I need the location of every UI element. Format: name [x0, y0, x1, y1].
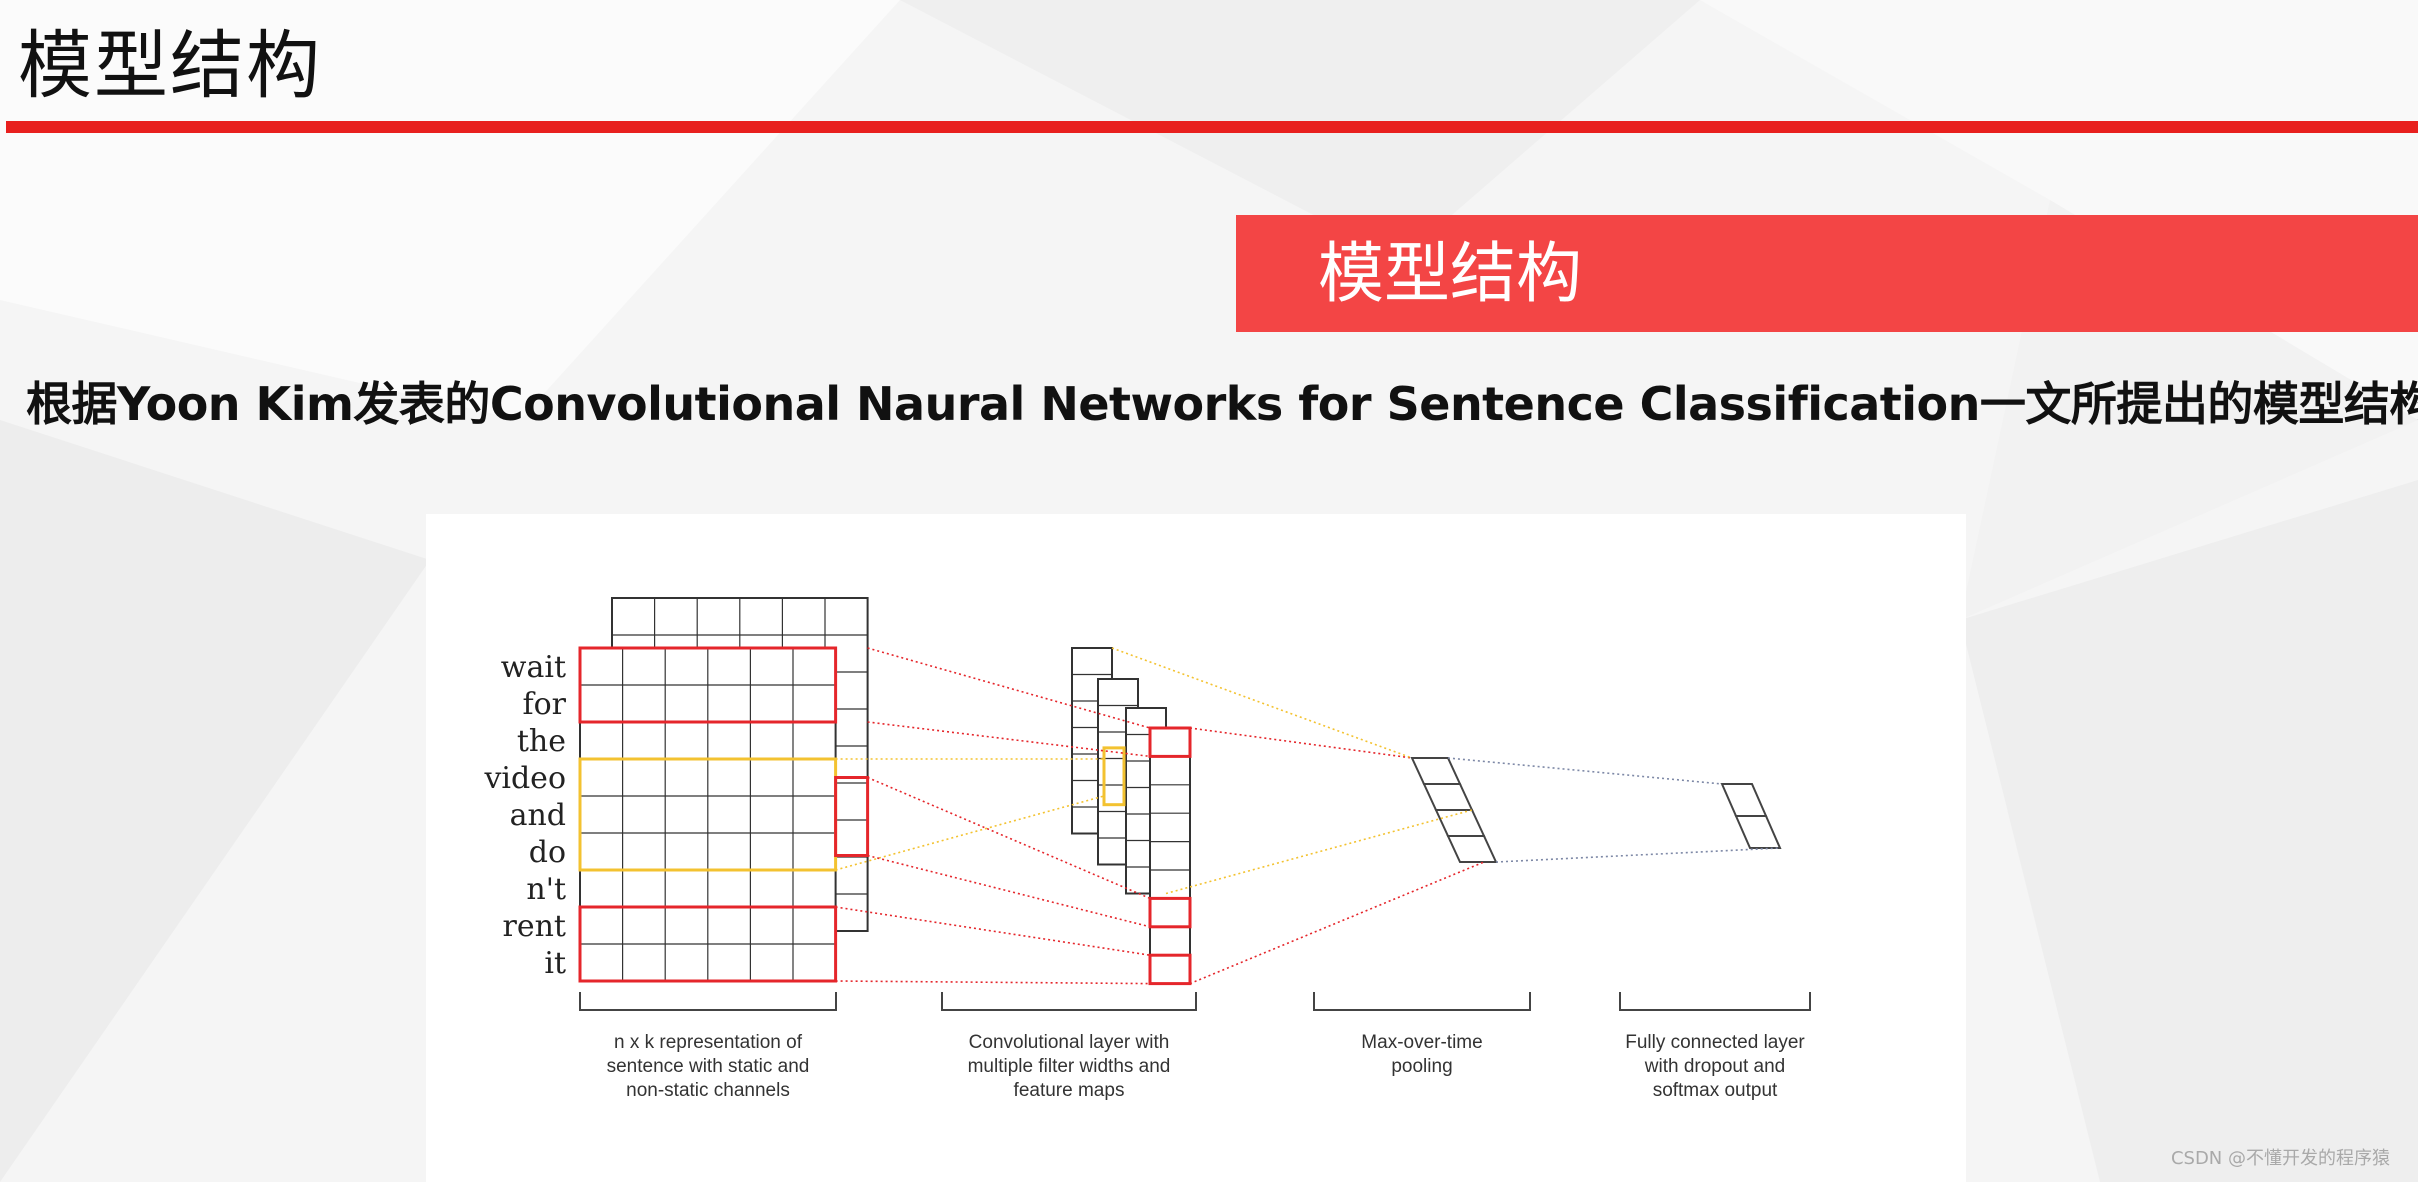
- layer-caption-3-line: Max-over-time: [1361, 1032, 1482, 1053]
- layer-bracket-2: [941, 992, 1197, 1011]
- max-pool-cell: [1422, 783, 1474, 811]
- connector-red: [1189, 727, 1413, 759]
- connector-red: [835, 906, 1151, 956]
- connector-blue: [1447, 757, 1723, 785]
- layer-caption-2-line: Convolutional layer with: [969, 1032, 1170, 1053]
- sentence-word: n't: [526, 872, 566, 907]
- layer-caption-4-line: Fully connected layer: [1625, 1032, 1805, 1053]
- max-pool-layer: [1410, 757, 1498, 863]
- layer-bracket-1: [579, 992, 837, 1011]
- connector-red: [867, 647, 1151, 729]
- sentence-word: rent: [503, 909, 566, 944]
- filter-window-red-side: [834, 776, 870, 857]
- title-underline: [6, 121, 2418, 133]
- feature-map-cell-red-2: [1148, 896, 1192, 929]
- connector-yellow: [1111, 647, 1413, 759]
- layer-caption-3-line: pooling: [1391, 1056, 1452, 1077]
- connector-red: [1189, 861, 1485, 985]
- output-cell: [1734, 815, 1782, 849]
- feature-map-front-frame: [1149, 727, 1191, 985]
- layer-caption-4-line: softmax output: [1653, 1080, 1778, 1101]
- layer-bracket-4: [1619, 992, 1811, 1011]
- intro-text: 根据Yoon Kim发表的Convolutional Naural Networ…: [26, 377, 2418, 431]
- section-banner-label: 模型结构: [1318, 235, 1582, 312]
- layer-caption-2-line: feature maps: [1014, 1080, 1125, 1101]
- filter-window-red-bottom: [578, 905, 838, 983]
- feature-map-cell-red-1: [1148, 726, 1192, 758]
- page-title: 模型结构: [18, 23, 322, 109]
- sentence-word: the: [517, 724, 566, 759]
- fully-connected-layer: [1720, 783, 1782, 849]
- layer-caption-1-line: sentence with static and: [607, 1056, 810, 1077]
- sentence-word: it: [544, 946, 566, 981]
- feature-map-cell-yellow: [1102, 746, 1126, 807]
- output-cell: [1720, 783, 1768, 817]
- max-pool-cell: [1434, 809, 1486, 837]
- connector-red: [867, 776, 1151, 900]
- non-static-channel-matrix: [579, 647, 837, 982]
- sentence-word: and: [510, 798, 566, 833]
- feature-map-front: [1149, 727, 1191, 985]
- filter-window-red-top: [578, 646, 838, 724]
- feature-map-cell-red-3: [1148, 953, 1192, 986]
- connector-blue: [1495, 847, 1781, 863]
- sentence-word: wait: [501, 650, 566, 685]
- layer-caption-1-line: n x k representation of: [614, 1032, 803, 1053]
- connector-yellow: [835, 795, 1105, 871]
- sentence-word: video: [483, 761, 566, 796]
- watermark: CSDN @不懂开发的程序猿: [2170, 1148, 2390, 1169]
- connector-red: [835, 980, 1151, 985]
- connector-yellow: [1165, 809, 1473, 895]
- layer-bracket-3: [1313, 992, 1531, 1011]
- section-banner: 模型结构: [1236, 215, 2418, 332]
- layer-caption-1-line: non-static channels: [626, 1080, 790, 1101]
- sentence-word: for: [522, 687, 566, 722]
- layer-caption-2-line: multiple filter widths and: [968, 1056, 1171, 1077]
- layer-caption-4-line: with dropout and: [1644, 1056, 1786, 1077]
- max-pool-cell: [1446, 835, 1498, 863]
- connector-red: [867, 854, 1151, 928]
- sentence-word: do: [529, 835, 566, 870]
- max-pool-cell: [1410, 757, 1462, 785]
